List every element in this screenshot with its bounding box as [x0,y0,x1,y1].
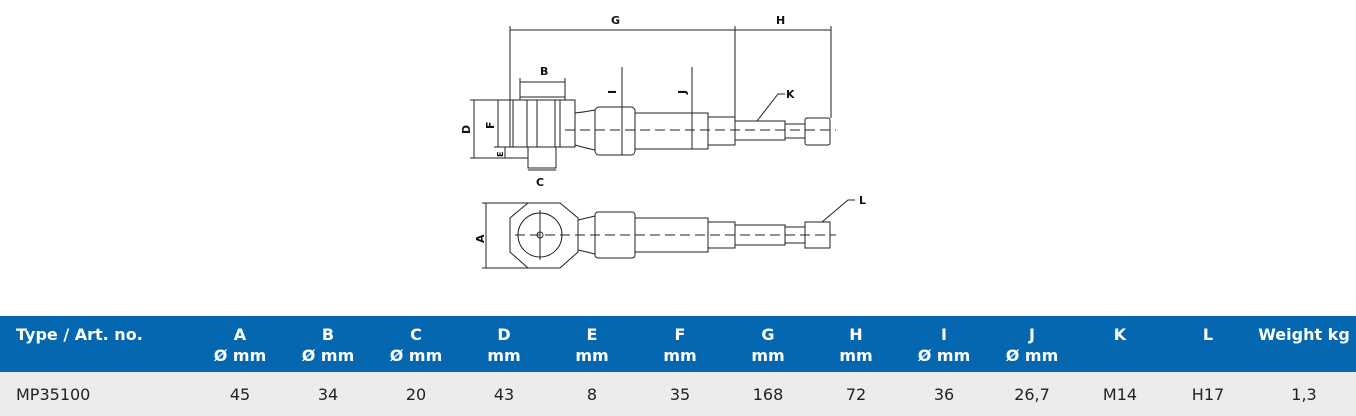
col-label: L [1202,325,1214,344]
cell-g: 168 [752,384,784,404]
col-label: Weight kg [1258,325,1350,344]
col-label: K [1113,325,1127,344]
col-unit: Ø mm [1005,346,1059,365]
col-unit: mm [839,346,873,365]
cell-k: M14 [1102,384,1138,404]
label-G: G [611,14,620,27]
label-E: E [496,152,505,157]
col-l: L [1164,316,1252,372]
col-label: C [410,325,422,344]
label-I: I [606,90,619,94]
label-K: K [786,88,795,101]
col-unit: Ø mm [389,346,443,365]
col-label: J [1029,325,1035,344]
label-B: B [540,65,548,78]
col-unit: Ø mm [213,346,267,365]
col-label: I [941,325,947,344]
top-view: A L [474,194,866,269]
cell-a: 45 [229,384,251,404]
cell-weight: 1,3 [1291,384,1317,404]
cell-d: 43 [493,384,515,404]
label-A: A [474,234,487,243]
col-type: Type / Art. no. [0,316,196,372]
col-label: E [586,325,598,344]
col-label: B [321,325,335,344]
cell-i: 36 [933,384,955,404]
side-view: G H B C D F E I J [460,14,836,189]
col-label: A [233,325,247,344]
col-label: F [674,325,686,344]
col-label: D [497,325,511,344]
col-label: Type / Art. no. [16,325,143,344]
col-unit: Ø mm [301,346,355,365]
label-J: J [676,90,689,95]
cell-b: 34 [317,384,339,404]
col-j: J Ø mm [988,316,1076,372]
cell-f: 35 [669,384,691,404]
label-H: H [776,14,785,27]
label-C: C [536,176,544,189]
label-D: D [460,125,473,134]
col-k: K [1076,316,1164,372]
col-unit: mm [487,346,521,365]
col-i: I Ø mm [900,316,988,372]
col-label: H [849,325,863,344]
cell-e: 8 [586,384,598,404]
col-c: C Ø mm [372,316,460,372]
cell-h: 72 [845,384,867,404]
col-unit: mm [575,346,609,365]
cell-j: 26,7 [1014,384,1050,404]
cell-type: MP35100 [16,384,91,404]
technical-drawing: G H B C D F E I J [460,14,866,269]
table-row: MP35100 45 34 20 43 8 35 168 72 36 26,7 … [0,372,1356,416]
col-weight: Weight kg [1252,316,1356,372]
cell-l: H17 [1191,384,1225,404]
col-unit: Ø mm [917,346,971,365]
label-F: F [484,121,497,129]
cell-c: 20 [405,384,427,404]
col-unit: mm [751,346,785,365]
col-a: A Ø mm [196,316,284,372]
col-b: B Ø mm [284,316,372,372]
col-unit: mm [663,346,697,365]
label-L: L [859,194,866,207]
col-label: G [761,325,775,344]
